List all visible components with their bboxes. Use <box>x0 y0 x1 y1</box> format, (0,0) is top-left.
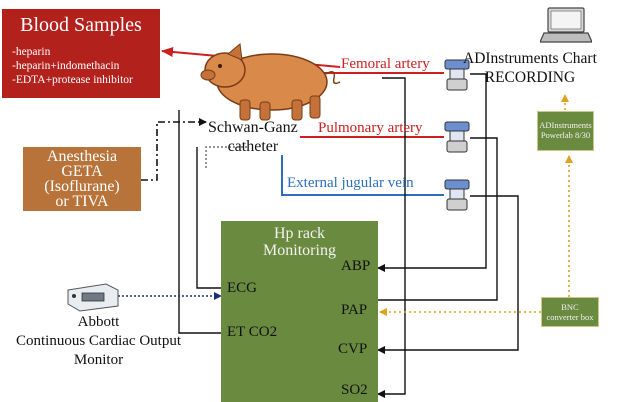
pressure-transducer-icon <box>444 179 470 211</box>
pap-label: PAP <box>341 302 368 318</box>
cvp-line <box>377 195 519 354</box>
powerlab-box: ADInstruments Powerlab 8/30 <box>537 111 594 151</box>
etco2-line <box>178 110 234 337</box>
list-item: -heparin+indomethacin <box>12 60 120 72</box>
anesthesia-line-3: (Isoflurane) <box>44 178 120 195</box>
abbott-monitor-icon <box>67 283 119 312</box>
bnc-line-2: converter box <box>546 312 594 322</box>
blood-samples-title: Blood Samples <box>20 14 142 36</box>
jugular-line <box>281 155 444 196</box>
monitor-title-line-1: Hp rack <box>273 225 326 242</box>
jugular-vein-label: External jugular vein <box>287 175 414 191</box>
anesthesia-line <box>141 118 207 181</box>
hp-rack-monitor-box: Hp rack Monitoring <box>221 221 378 402</box>
recording-line-2: RECORDING <box>484 69 576 86</box>
abbott-line-3: Monitor <box>73 352 124 368</box>
recording-line-1: ADInstruments Chart <box>463 50 597 67</box>
blood-samples-box: Blood Samples -heparin -heparin+indometh… <box>2 9 160 98</box>
ecg-label: ECG <box>227 280 257 296</box>
anesthesia-line-4: or TIVA <box>55 193 109 210</box>
pressure-transducer-icon <box>444 121 470 153</box>
list-item: -heparin <box>12 46 51 58</box>
anesthesia-line-1: Anesthesia <box>46 148 118 165</box>
bnc-line-1: BNC <box>561 302 579 312</box>
catheter-line-2: catheter <box>227 138 279 155</box>
femoral-artery-label: Femoral artery <box>341 56 430 72</box>
pig-icon <box>200 43 341 121</box>
catheter-line-1: Schwan-Ganz <box>208 119 298 136</box>
abp-label: ABP <box>341 258 371 274</box>
cvp-label: CVP <box>338 341 368 357</box>
catheter-dotted-line <box>205 146 247 170</box>
catheter-label: Schwan-Ganz catheter <box>208 118 298 156</box>
powerlab-line-2: Powerlab 8/30 <box>540 130 591 140</box>
abbott-line-2: Continuous Cardiac Output <box>16 333 181 349</box>
abp-line <box>377 73 487 272</box>
so2-line <box>377 77 406 398</box>
etco2-label: ET CO2 <box>227 324 278 340</box>
laptop-icon <box>540 7 592 43</box>
list-item: -EDTA+protease inhibitor <box>12 74 133 86</box>
abbott-label: Abbott Continuous Cardiac Output Monitor <box>16 313 181 370</box>
anesthesia-line-2: GETA <box>61 163 103 180</box>
monitor-title: Hp rack Monitoring <box>221 225 378 259</box>
blood-samples-list: -heparin -heparin+indomethacin -EDTA+pro… <box>12 45 160 87</box>
monitor-title-line-2: Monitoring <box>263 242 336 259</box>
anesthesia-box: Anesthesia GETA (Isoflurane) or TIVA <box>23 147 141 211</box>
powerlab-line-1: ADInstruments <box>539 120 592 130</box>
so2-label: SO2 <box>341 382 368 398</box>
recording-label: ADInstruments Chart RECORDING <box>463 49 597 87</box>
bnc-converter-box: BNC converter box <box>541 297 599 327</box>
pulmonary-artery-label: Pulmonary artery <box>318 120 423 136</box>
pressure-transducer-icon <box>444 59 470 91</box>
abbott-line-1: Abbott <box>77 314 120 330</box>
pap-line <box>378 137 498 301</box>
